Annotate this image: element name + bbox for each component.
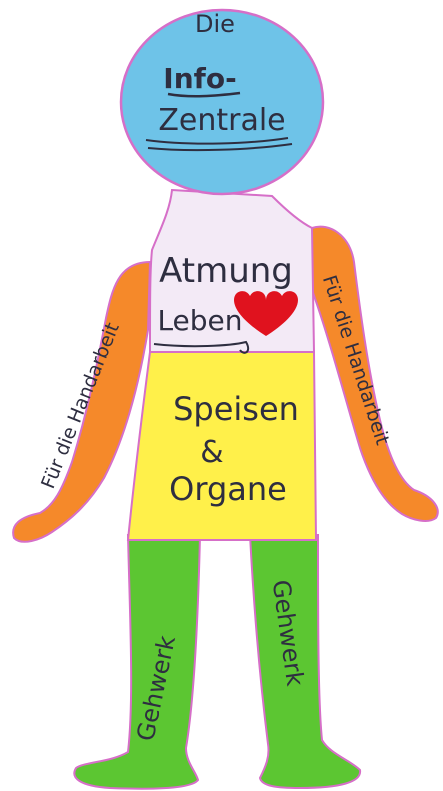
head-label-zentrale: Zentrale <box>158 103 285 138</box>
belly-label-organe: Organe <box>169 470 287 508</box>
head-label-die: Die <box>195 10 235 38</box>
left-leg <box>74 535 200 789</box>
chest-label-leben: Leben <box>157 304 242 337</box>
chest-label-atmung: Atmung <box>159 251 293 291</box>
right-arm <box>312 227 438 521</box>
belly-label-and: & <box>200 435 223 470</box>
head-label-info: Info- <box>163 62 236 95</box>
belly-label-speisen: Speisen <box>173 390 299 428</box>
